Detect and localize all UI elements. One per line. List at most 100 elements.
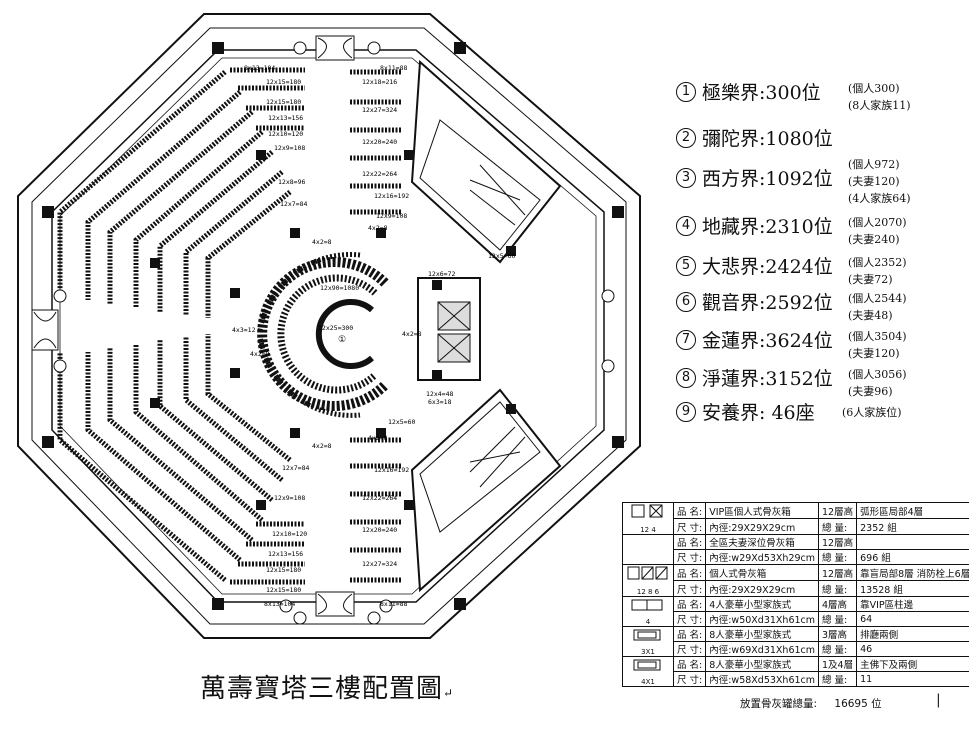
- spec-cell: 12層高: [818, 534, 858, 550]
- page-title-text: 萬壽寶塔三樓配置圖: [200, 674, 444, 704]
- legend-text-7: 金蓮界:3624位: [702, 330, 833, 352]
- spec-cell: 696 組: [856, 549, 969, 565]
- spec-cell: 主佛下及兩側: [856, 656, 969, 672]
- floor-plan: 12x25=300 12x90=1080 ① 8x13=104 12x15=18…: [17, 13, 641, 639]
- legend-text-5: 大悲界:2424位: [702, 256, 833, 278]
- label-tl-7: 12x7=84: [280, 200, 307, 208]
- door-bottom[interactable]: [315, 591, 355, 617]
- legend-text-1: 極樂界:300位: [702, 82, 821, 104]
- legend-notes-3: (個人972) (夫妻120) (4人家族64): [848, 156, 911, 207]
- label-tl-0: 8x13=104: [244, 64, 275, 72]
- spec-cell: 64: [856, 611, 969, 627]
- legend-note: (夫妻120): [848, 347, 900, 360]
- label-tr-4: 12x22=264: [362, 170, 397, 178]
- legend-note: (個人3504): [848, 330, 907, 343]
- legend-notes-4: (個人2070) (夫妻240): [848, 214, 907, 248]
- label-br-0: 12x5=60: [388, 418, 415, 426]
- label-misc-1: 4x2=8: [312, 238, 332, 246]
- spec-cell: 總 量:: [818, 518, 858, 535]
- label-br-5: 8x11=88: [380, 600, 407, 608]
- product-icon: [626, 628, 670, 649]
- spec-cell: 靠盲局部8層 消防栓上6層: [856, 564, 969, 581]
- label-bl-3: 12x13=156: [268, 550, 303, 558]
- legend-notes-6: (個人2544) (夫妻48): [848, 290, 907, 324]
- legend-number-6: 6: [676, 291, 696, 312]
- label-misc-5: 4x3=12: [232, 326, 256, 334]
- spec-cell: 內徑:w29Xd53Xh29cm: [705, 549, 820, 565]
- spec-cell: 總 量:: [818, 549, 858, 565]
- label-tr-6: 12x9=108: [376, 212, 407, 220]
- label-tr-2: 12x27=324: [362, 106, 397, 114]
- outer-wall: [17, 13, 641, 639]
- label-bl-1: 12x9=108: [274, 494, 305, 502]
- label-misc-8: 12x5=60: [488, 252, 515, 260]
- spec-cell: 尺 寸:: [672, 671, 707, 687]
- spec-cell: 8人豪華小型家族式: [705, 626, 820, 642]
- legend-number-4: 4: [676, 215, 696, 236]
- spec-cell: 靠VIP區柱邊: [856, 596, 969, 612]
- fire-hydrants: [53, 41, 615, 625]
- label-bl-5: 12x15=180: [266, 586, 301, 594]
- total-label: 放置骨灰罐總量:: [740, 698, 818, 710]
- legend-note: (夫妻96): [848, 385, 893, 398]
- legend-item-4: 4 地藏界:2310位: [676, 212, 833, 242]
- legend-note: (夫妻240): [848, 233, 900, 246]
- stair-well-lower: [410, 388, 562, 593]
- spec-cell: 品 名:: [672, 626, 707, 642]
- label-br-2: 12x22=264: [362, 494, 397, 502]
- product-icon: [626, 598, 670, 619]
- legend-text-4: 地藏界:2310位: [702, 216, 833, 238]
- product-icon-label: 4: [645, 618, 651, 626]
- label-bl-2: 12x10=120: [272, 530, 307, 538]
- spec-cell: 11: [856, 671, 969, 687]
- legend-number-7: 7: [676, 329, 696, 350]
- spec-cell: 尺 寸:: [672, 611, 707, 627]
- label-tr-5: 12x16=192: [374, 192, 409, 200]
- legend-notes-1: (個人300) (8人家族11): [848, 80, 911, 114]
- door-left[interactable]: [31, 309, 59, 351]
- spec-icon-cell: 3X1: [622, 626, 674, 657]
- plan-labels: 12x25=300 12x90=1080 ① 8x13=104 12x15=18…: [232, 64, 515, 608]
- product-icon: [626, 504, 670, 527]
- legend-note: (個人3056): [848, 368, 907, 381]
- spec-cell: VIP區個人式骨灰箱: [705, 502, 820, 519]
- door-top[interactable]: [315, 35, 355, 61]
- product-icon: [626, 658, 670, 679]
- legend-text-6: 觀音界:2592位: [702, 292, 833, 314]
- legend-note: (個人2070): [848, 216, 907, 229]
- legend-note: (夫妻72): [848, 273, 893, 286]
- legend-note: (夫妻120): [848, 175, 900, 188]
- label-misc-10: 4x2=8: [402, 330, 422, 338]
- product-icon-label: 3X1: [641, 648, 655, 656]
- spec-icon-cell: [622, 534, 674, 565]
- legend-item-8: 8 淨蓮界:3152位: [676, 364, 833, 394]
- spec-cell: 全區夫妻深位骨灰箱: [705, 534, 820, 550]
- spec-cell: 總 量:: [818, 671, 858, 687]
- legend-text-8: 淨蓮界:3152位: [702, 368, 833, 390]
- spec-cell: [856, 534, 969, 550]
- label-br-4: 12x27=324: [362, 560, 397, 568]
- legend-number-8: 8: [676, 367, 696, 388]
- legend-note: (個人2544): [848, 292, 907, 305]
- spec-cell: 12層高: [818, 564, 858, 581]
- spec-cell: 品 名:: [672, 502, 707, 519]
- spec-cell: 內徑:29X29X29cm: [705, 518, 820, 535]
- product-icon-label: 4X1: [641, 678, 655, 686]
- spec-cell: 排廳兩側: [856, 626, 969, 642]
- label-misc-7: 6x3=18: [428, 398, 452, 406]
- return-mark: ↵: [443, 686, 455, 700]
- spec-cell: 品 名:: [672, 656, 707, 672]
- legend-notes-9: (6人家族位): [842, 404, 902, 421]
- label-tr-0: 8x11=88: [380, 64, 407, 72]
